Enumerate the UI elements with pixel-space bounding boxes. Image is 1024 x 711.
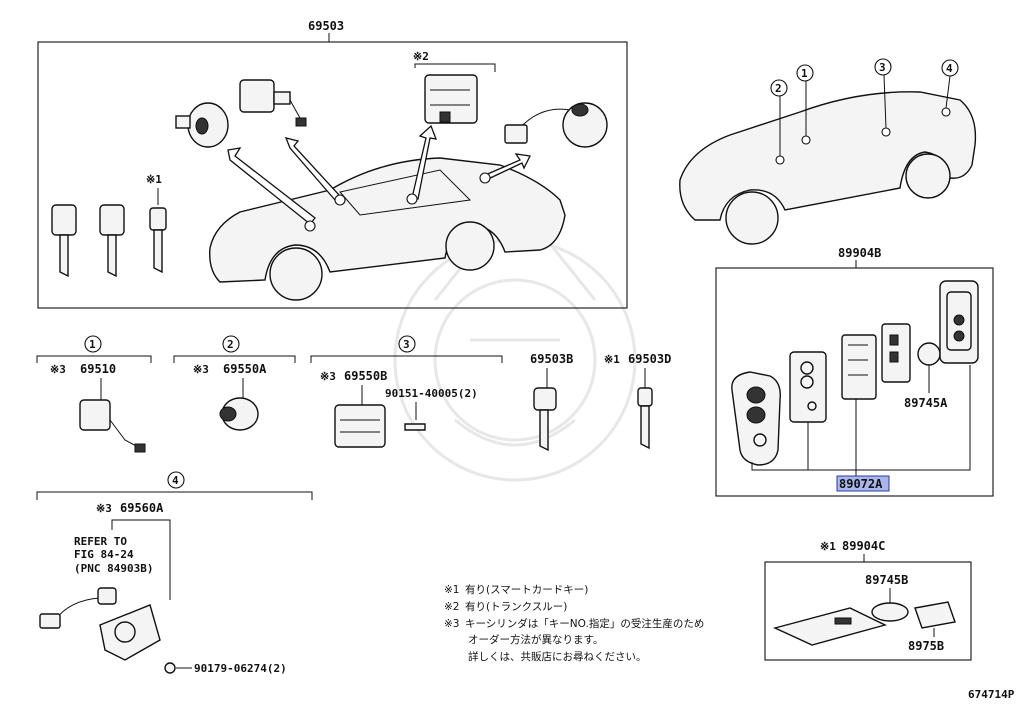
circled-number-3-top: 3 (874, 58, 892, 76)
circuit-board-illustration (841, 334, 877, 400)
key-cover-illustration (939, 280, 979, 364)
svg-text:1: 1 (89, 338, 96, 351)
circled-number-1-top: 1 (796, 64, 814, 82)
circled-number-2-top: 2 (770, 79, 788, 97)
assembly-69503-label[interactable]: 69503 (308, 19, 344, 33)
screw-90151-label[interactable]: 90151-40005(2) (385, 387, 478, 400)
circled-number-4-top: 4 (941, 59, 959, 77)
marker-2-label: ※2 (413, 50, 429, 63)
cylinder-69550B-illustration (334, 404, 426, 448)
door-cylinder-illustration (175, 102, 229, 148)
card-battery-illustration (871, 602, 909, 622)
cylinder-69560A-mark: ※3 (96, 502, 112, 515)
key-case-illustration (881, 323, 911, 383)
refer-line-2[interactable]: FIG 84-24 (74, 548, 134, 561)
note-5-text: 詳しくは、共販店にお尋ねください。 (468, 650, 647, 663)
note-2-mark: ※2 (444, 601, 459, 613)
circled-number-1-section: 1 (84, 335, 102, 353)
cylinder-69550B-label[interactable]: 69550B (344, 369, 387, 383)
trunk-cylinder-illustration (424, 74, 478, 124)
assembly-69503-group: 69503 (37, 19, 628, 309)
smart-key-fob-illustration (731, 371, 781, 466)
note-2-text: 有り(トランクスルー) (465, 600, 567, 613)
figure-id: 674714P (968, 688, 1015, 701)
pointer-arrows (227, 124, 531, 232)
key-card-69503D-label[interactable]: 69503D (628, 352, 671, 366)
assembly-89904C-label[interactable]: 89904C (842, 539, 885, 553)
footnotes: ※1 有り(スマートカードキー) ※2 有り(トランクスルー) ※3 キーシリン… (444, 583, 704, 663)
card-battery-89745B-label[interactable]: 89745B (865, 573, 908, 587)
cylinder-69550A-illustration (219, 397, 259, 431)
card-assembly-mark: ※1 (820, 540, 836, 553)
cylinder-69550A-label[interactable]: 69550A (223, 362, 267, 376)
svg-text:2: 2 (227, 338, 234, 351)
note-3-text: キーシリンダは「キーNO.指定」の受注生産のため (465, 617, 704, 630)
circled-number-2-section: 2 (222, 335, 240, 353)
svg-text:3: 3 (879, 61, 886, 74)
key-blank-69503B-illustration (533, 387, 557, 452)
cylinder-69510-label[interactable]: 69510 (80, 362, 116, 376)
assembly-89904C-group: ※1 89904C 89745B 8975B (764, 539, 972, 661)
assembly-89904B-group: 89904B (715, 246, 994, 497)
svg-text:4: 4 (946, 62, 953, 75)
cylinder-69510-mark: ※3 (50, 363, 66, 376)
circled-number-4-section: 4 (167, 471, 185, 489)
assembly-89904B-label[interactable]: 89904B (838, 246, 881, 260)
refer-line-3[interactable]: (PNC 84903B) (74, 562, 153, 575)
ignition-switch-illustration (239, 79, 307, 127)
button-pad-illustration (789, 351, 827, 423)
glove-box-cylinder-illustration (504, 102, 608, 148)
keys-left-illustration (51, 204, 167, 278)
cylinder-69550A-mark: ※3 (193, 363, 209, 376)
circled-number-3-section: 3 (398, 335, 416, 353)
card-cover-8975B-label[interactable]: 8975B (908, 639, 944, 653)
note-1-mark: ※1 (444, 584, 459, 596)
screw-90179-label[interactable]: 90179-06274(2) (194, 662, 287, 675)
car-left-illustration (209, 157, 566, 301)
coin-battery-illustration (917, 342, 941, 366)
svg-text:4: 4 (172, 474, 179, 487)
key-card-69503D-mark: ※1 (604, 353, 620, 366)
marker-1-label: ※1 (146, 173, 162, 186)
note-4-text: オーダー方法が異なります。 (468, 633, 603, 646)
svg-text:3: 3 (403, 338, 410, 351)
card-cover-illustration (914, 601, 956, 629)
battery-89745A-label[interactable]: 89745A (904, 396, 948, 410)
cylinder-69560A-label[interactable]: 69560A (120, 501, 164, 515)
note-1-text: 有り(スマートカードキー) (465, 583, 588, 596)
cylinder-69510-illustration (79, 399, 146, 453)
key-blank-69503B-label[interactable]: 69503B (530, 352, 573, 366)
key-card-69503D-illustration (637, 387, 653, 450)
cylinder-69550B-mark: ※3 (320, 370, 336, 383)
card-key-illustration (772, 607, 887, 646)
refer-line-1[interactable]: REFER TO (74, 535, 127, 548)
svg-text:2: 2 (775, 82, 782, 95)
transmitter-89072A-label[interactable]: 89072A (839, 477, 883, 491)
cylinder-69560A-illustration (39, 587, 176, 674)
note-3-mark: ※3 (444, 618, 459, 630)
svg-text:1: 1 (801, 67, 808, 80)
car-right-illustration (679, 74, 977, 245)
